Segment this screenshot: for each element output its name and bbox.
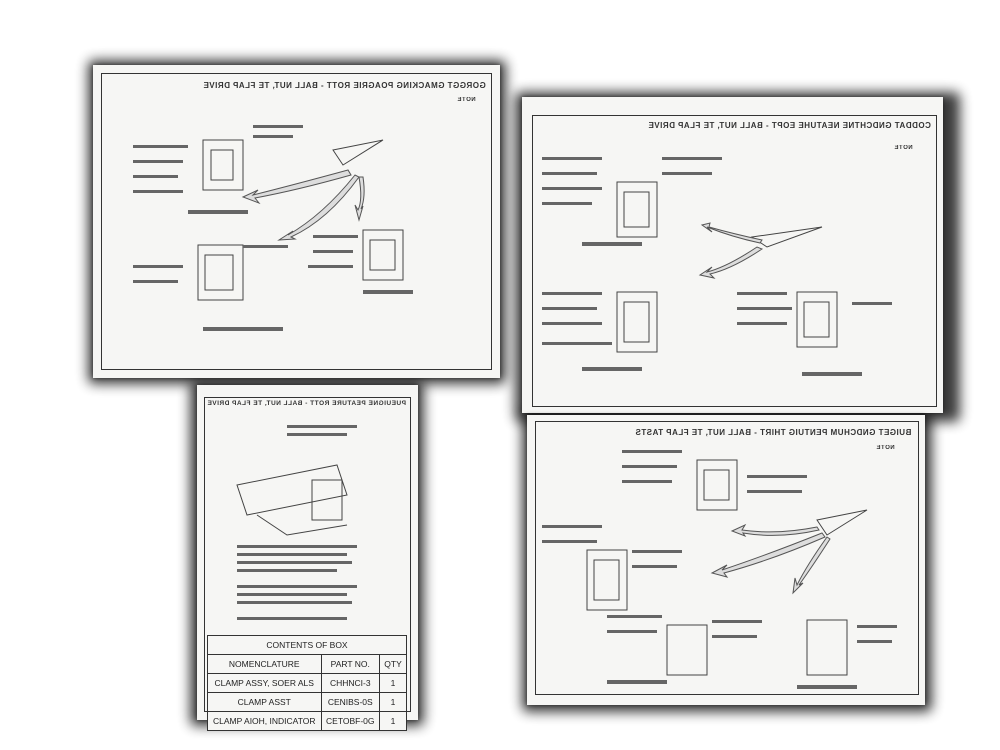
diagram-sheet-top-left: GORGGT GMACKING POAGRIE ROTT - BALL NUT,…: [93, 65, 500, 378]
cell: CENIBS-0S: [320, 692, 381, 712]
cell: CLAMP ASSY, SOER ALS: [207, 673, 322, 693]
cell: CHHNCI-3: [320, 673, 381, 693]
diagram-sheet-bottom-right: BUIGET GNDCHUM PENTUIG THIRT - BALL NUT,…: [527, 415, 925, 705]
column-header: NOMENCLATURE: [207, 654, 322, 674]
cell: CETOBF-0G: [320, 711, 381, 731]
contents-of-box-table: CONTENTS OF BOX NOMENCLATURE PART NO. QT…: [207, 635, 407, 731]
cell: CLAMP ASST: [207, 692, 322, 712]
cell: CLAMP AIOH, INDICATOR: [207, 711, 322, 731]
table-title: CONTENTS OF BOX: [207, 635, 407, 655]
diagram-sheet-top-right: CODDAT GNDCHTNE NEATUHE EOPT - BALL NUT,…: [522, 97, 943, 413]
diagram-sheet-bottom-left: PUEUIGNE PEATURE ROTT - BALL NUT, TE FLA…: [197, 385, 418, 731]
column-header: QTY: [379, 654, 407, 674]
flap-drive-illustration: [542, 450, 897, 689]
cell: 1: [379, 673, 407, 693]
column-header: PART NO.: [320, 654, 381, 674]
cell: 1: [379, 711, 407, 731]
actuator-illustration: [236, 425, 357, 620]
flap-drive-illustration: [133, 125, 413, 331]
cell: 1: [379, 692, 407, 712]
flap-drive-illustration: [542, 157, 892, 376]
